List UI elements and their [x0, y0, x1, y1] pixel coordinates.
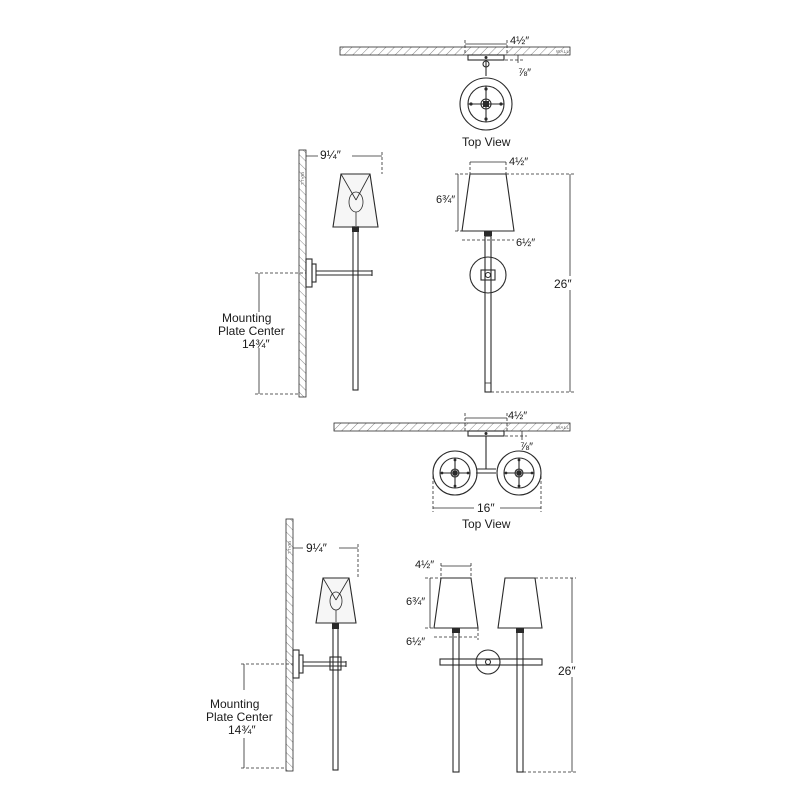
socket-cross-icon — [504, 458, 534, 488]
top-view-caption: Top View — [462, 135, 511, 149]
stem — [484, 235, 492, 393]
mount-screw — [484, 56, 488, 59]
single-top-view: WALL 4½″ ⅞″ Top View — [339, 35, 571, 149]
shade — [332, 173, 379, 228]
socket — [352, 226, 359, 232]
front-overall-height-dim: 26″ — [554, 277, 572, 291]
wall-section — [333, 422, 571, 432]
single-front-view: 4½″ 6¾″ 6½″ 26″ — [436, 156, 580, 393]
front-shade-bottom-dim: 6½″ — [406, 636, 425, 648]
wall-label: WALL — [556, 425, 569, 430]
mount-canopy — [311, 263, 317, 283]
shade-left-outer — [432, 450, 478, 496]
top-depth-dim: ⅞″ — [518, 67, 531, 79]
front-shade-height-dim: 6¾″ — [406, 596, 425, 608]
wall-label-vertical: WALL — [300, 172, 305, 185]
mount-label-line1: Mounting — [222, 311, 271, 325]
top-overall-width-dim: 16″ — [477, 501, 495, 515]
mount-dim: 14¾″ — [242, 337, 270, 351]
backplate — [469, 256, 507, 294]
stem — [352, 229, 359, 391]
mount-dim: 14¾″ — [228, 723, 256, 737]
wall-section-vertical — [298, 149, 307, 398]
backplate — [475, 649, 501, 675]
front-shade-height-dim: 6¾″ — [436, 194, 455, 206]
shade-outer — [459, 77, 513, 131]
side-projection-dim: 9¼″ — [306, 541, 328, 555]
shade-right — [497, 577, 543, 629]
crossbar — [439, 658, 543, 666]
side-projection-dim: 9¼″ — [320, 148, 342, 162]
mount-plate — [292, 649, 300, 679]
shade-right-outer — [496, 450, 542, 496]
front-shade-bottom-dim: 6½″ — [516, 237, 535, 249]
stem-right — [516, 631, 524, 773]
shade — [461, 173, 515, 232]
double-top-view: WALL — [333, 410, 571, 531]
wall-label: WALL — [556, 49, 569, 54]
front-overall-height-dim: 26″ — [558, 664, 576, 678]
socket-cross-icon — [468, 86, 504, 122]
stem — [332, 626, 339, 771]
wall-section — [339, 46, 571, 56]
mount-label-line1: Mounting — [210, 697, 259, 711]
top-width-dim: 4½″ — [510, 35, 529, 47]
double-side-view: WALL 9¼″ Mounting Plate Center 14¾″ — [206, 518, 359, 772]
mount-label-line2: Plate Center — [218, 324, 285, 338]
mount-plate — [305, 258, 313, 288]
top-width-dim: 4½″ — [508, 410, 527, 422]
socket — [332, 623, 339, 629]
shade — [315, 577, 357, 624]
top-depth-dim: ⅞″ — [520, 441, 533, 453]
front-shade-top-dim: 4½″ — [509, 156, 528, 168]
front-shade-top-dim: 4½″ — [415, 559, 434, 571]
wall-label-vertical: WALL — [287, 541, 292, 554]
top-view-caption: Top View — [462, 517, 511, 531]
double-front-view: 4½″ 6¾″ 6½″ 26″ — [406, 559, 584, 773]
stem-left — [452, 631, 460, 773]
single-side-view: WALL 9¼″ Mounting Plate Center 14¾″ — [218, 148, 383, 398]
mount-label-line2: Plate Center — [206, 710, 273, 724]
shade-left — [433, 577, 479, 629]
arm-knuckle — [482, 60, 490, 68]
mount-canopy — [298, 654, 304, 674]
wall-section-vertical — [285, 518, 294, 772]
socket-cross-icon — [440, 458, 470, 488]
